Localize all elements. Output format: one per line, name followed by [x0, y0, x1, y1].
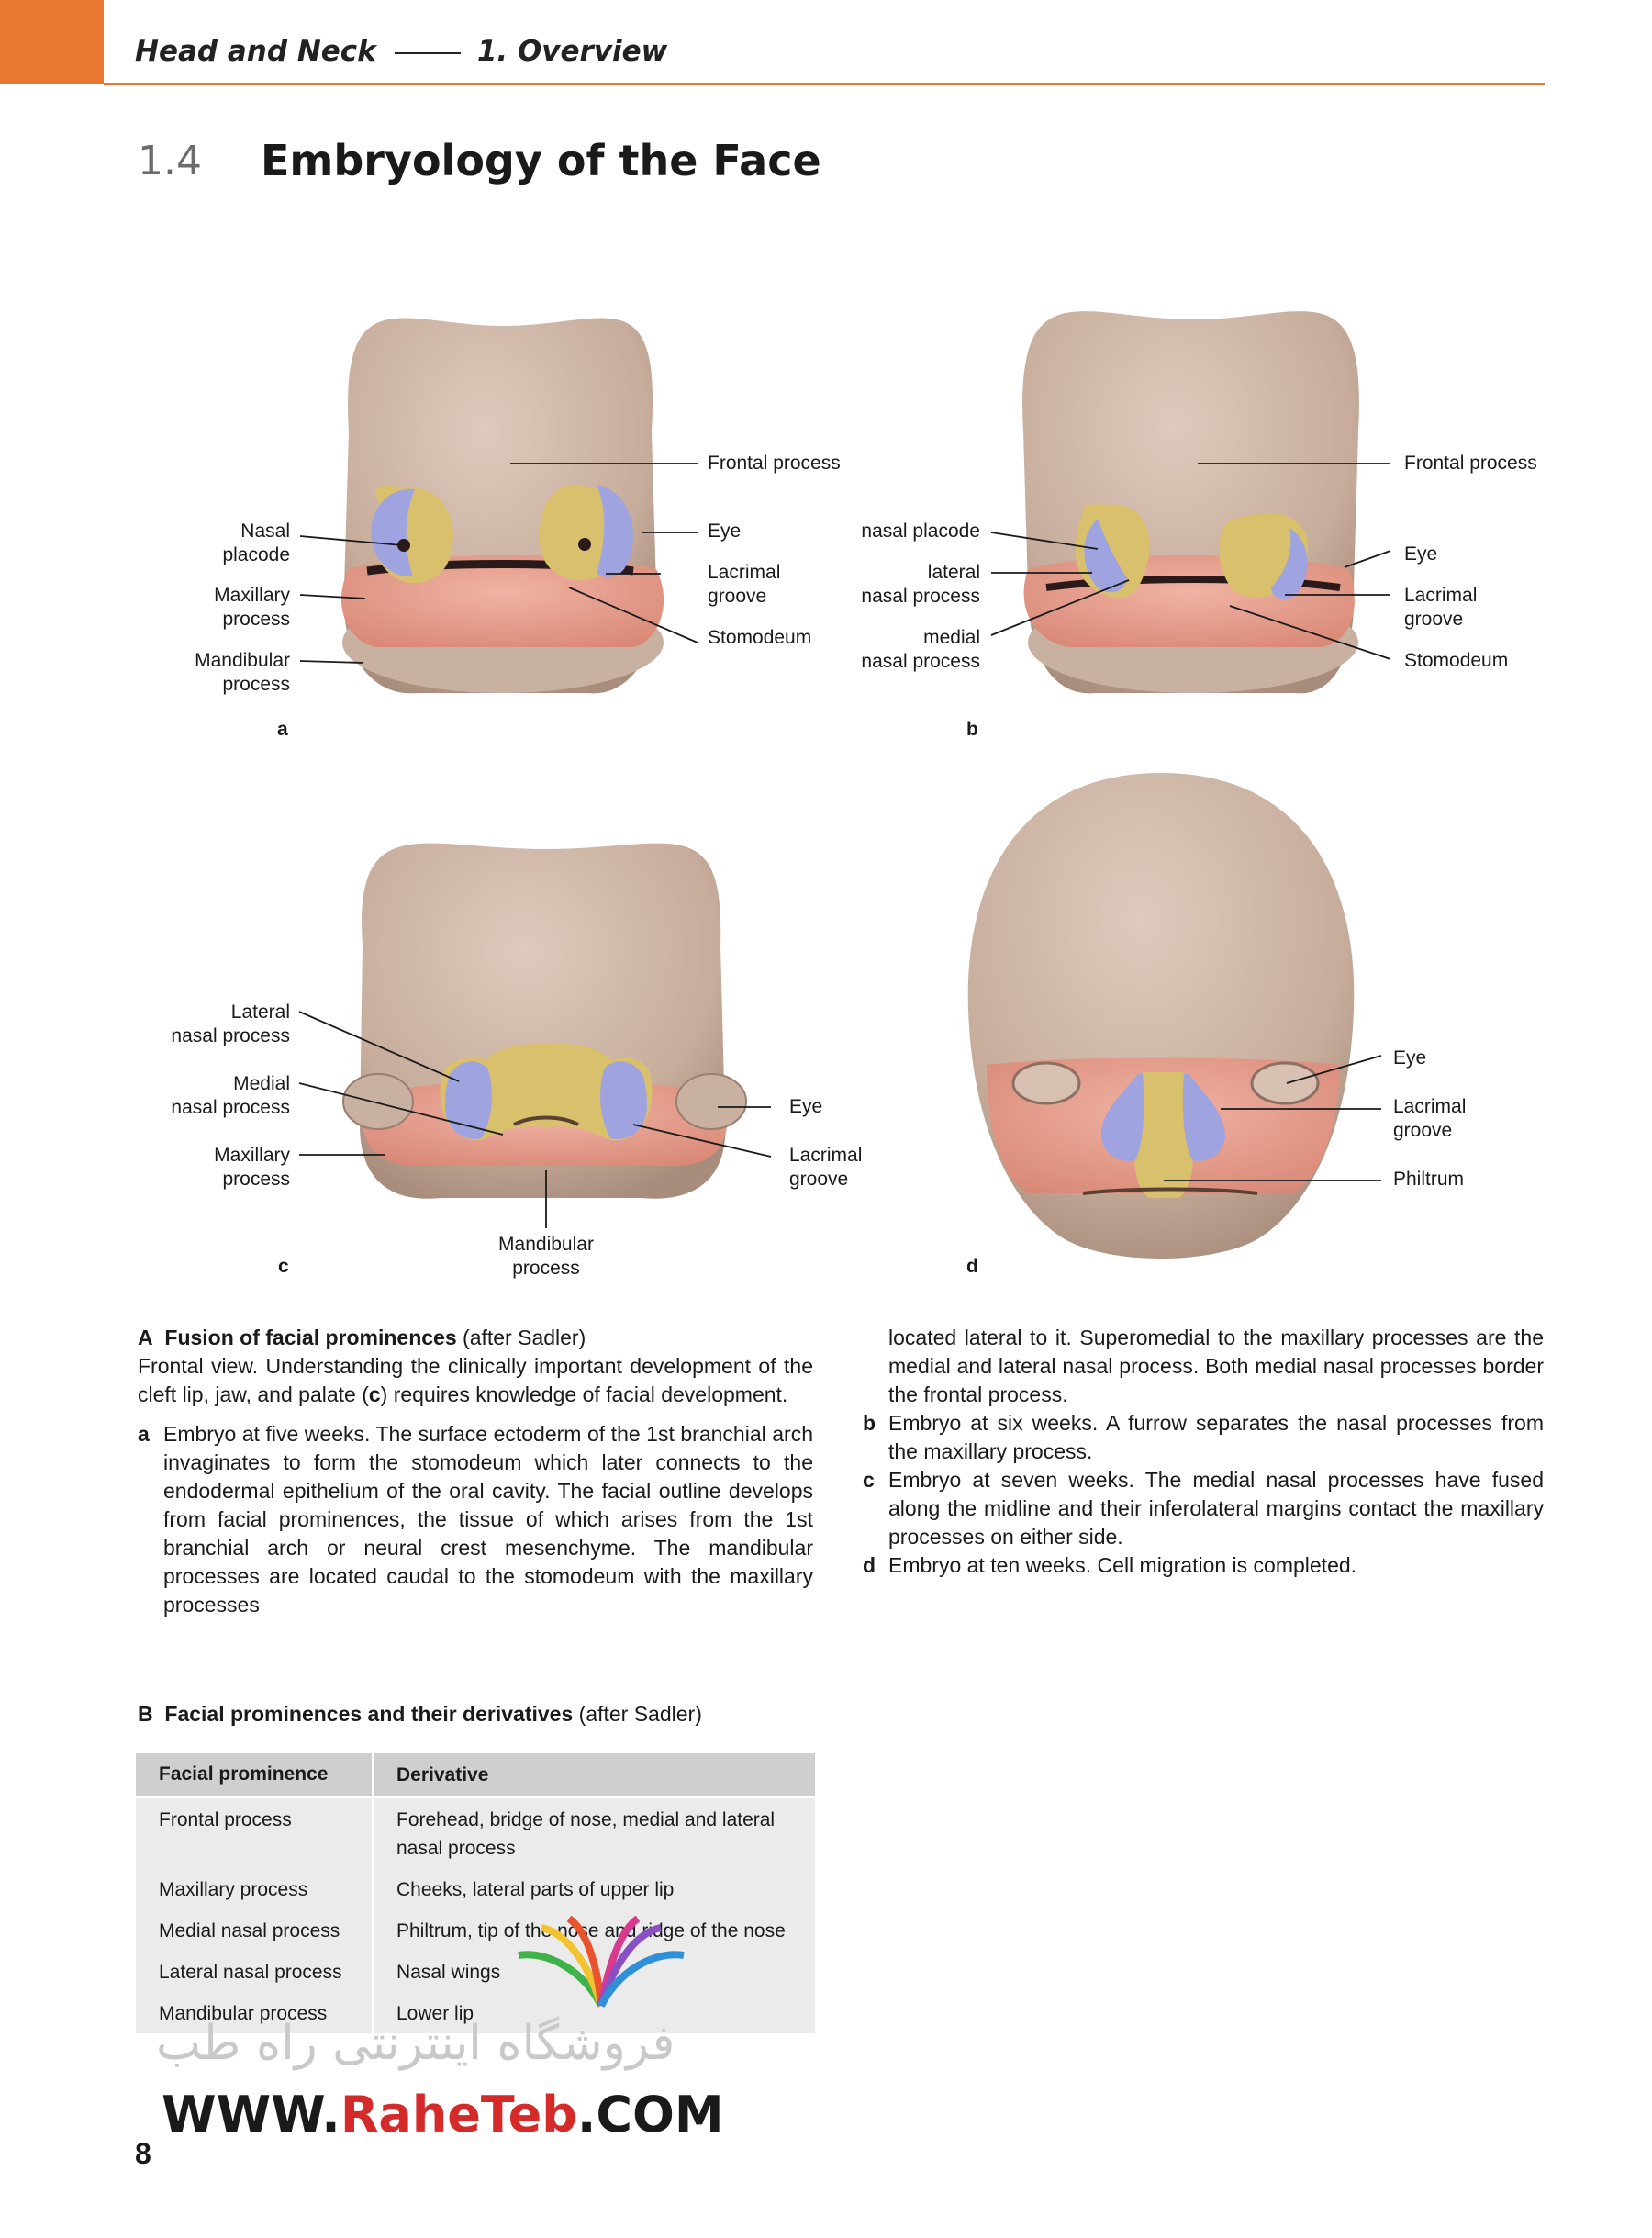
label-b-nasal-placode: nasal placode [861, 520, 980, 542]
label-d-lacrimal-groove: Lacrimal groove [1393, 1096, 1467, 1141]
table-header-prominence: Facial prominence [136, 1753, 374, 1796]
label-a-frontal-process: Frontal process [708, 453, 841, 474]
label-b-medial-nasal-process: medial nasal process [861, 627, 980, 672]
label-c-medial-nasal-process: Medial nasal process [171, 1073, 290, 1118]
chapter-title: 1. Overview [476, 35, 668, 68]
embryo-panel-d [967, 773, 1382, 1259]
section-title: Embryology of the Face [261, 136, 821, 185]
panel-letter-b: b [966, 719, 978, 740]
table-row: Mandibular process Lower lip [136, 1992, 815, 2033]
label-a-lacrimal-groove: Lacrimal groove [708, 562, 781, 607]
panel-letter-d: d [966, 1256, 978, 1277]
section-number: 1.4 [138, 138, 202, 185]
running-head: Head and Neck 1. Overview [135, 35, 667, 68]
caption-source: (after Sadler) [456, 1326, 586, 1349]
table-header-derivative: Derivative [396, 1763, 489, 1785]
label-c-lateral-nasal-process: Lateral nasal process [171, 1002, 290, 1046]
label-b-frontal-process: Frontal process [1404, 453, 1537, 474]
header-accent-block [0, 0, 104, 84]
embryo-panel-c [298, 843, 772, 1228]
table-title: B Facial prominences and their derivativ… [138, 1702, 702, 1726]
header-rule [104, 83, 1545, 85]
embryo-panel-b [990, 311, 1391, 694]
label-b-stomodeum: Stomodeum [1404, 650, 1509, 671]
label-c-mandibular-process: Mandibular process [498, 1234, 594, 1279]
watermark-text: فروشگاه اینترنتی راه طب [156, 2016, 675, 2071]
label-a-nasal-placode: Nasal placode [222, 520, 290, 565]
table-row: Lateral nasal process Nasal wings [136, 1951, 815, 1992]
table-row: Maxillary process Cheeks, lateral parts … [136, 1868, 815, 1909]
label-a-mandibular-process: Mandibular process [195, 650, 290, 695]
figure-caption-left: A Fusion of facial prominences (after Sa… [138, 1324, 813, 1619]
label-d-philtrum: Philtrum [1393, 1169, 1465, 1190]
watermark-book-logo [518, 1915, 685, 2008]
label-d-eye: Eye [1393, 1047, 1427, 1069]
label-a-eye: Eye [708, 520, 742, 542]
caption-item-a-cont: located lateral to it. Superomedial to t… [888, 1326, 1544, 1406]
derivatives-table: Facial prominence Derivative Frontal pro… [136, 1753, 815, 2033]
label-c-lacrimal-groove: Lacrimal groove [789, 1145, 863, 1190]
label-a-stomodeum: Stomodeum [708, 627, 812, 648]
table-header-row: Facial prominence Derivative [136, 1753, 815, 1798]
label-b-lacrimal-groove: Lacrimal groove [1404, 585, 1478, 630]
panel-letter-c: c [278, 1256, 289, 1277]
page-number: 8 [135, 2137, 151, 2170]
book-title: Head and Neck [135, 35, 376, 68]
header-dash [394, 51, 461, 54]
watermark-url: WWW.RaheTeb.COM [162, 2086, 724, 2143]
caption-heading: A Fusion of facial prominences (after Sa… [138, 1326, 586, 1349]
panel-letter-a: a [277, 719, 288, 740]
label-c-eye: Eye [789, 1096, 823, 1117]
table-row: Medial nasal process Philtrum, tip of th… [136, 1909, 815, 1951]
label-a-maxillary-process: Maxillary process [214, 585, 290, 630]
label-b-lateral-nasal-process: lateral nasal process [861, 562, 980, 607]
label-c-maxillary-process: Maxillary process [214, 1145, 290, 1190]
label-b-eye: Eye [1404, 543, 1438, 565]
caption-intro: Frontal view. Understanding the clinical… [138, 1354, 813, 1406]
figure-caption-right: located lateral to it. Superomedial to t… [863, 1324, 1544, 1580]
table-row: Frontal process Forehead, bridge of nose… [136, 1798, 815, 1868]
caption-title: Fusion of facial prominences [164, 1326, 457, 1349]
embryo-figure [298, 311, 1391, 1259]
embryo-panel-a [299, 318, 698, 694]
